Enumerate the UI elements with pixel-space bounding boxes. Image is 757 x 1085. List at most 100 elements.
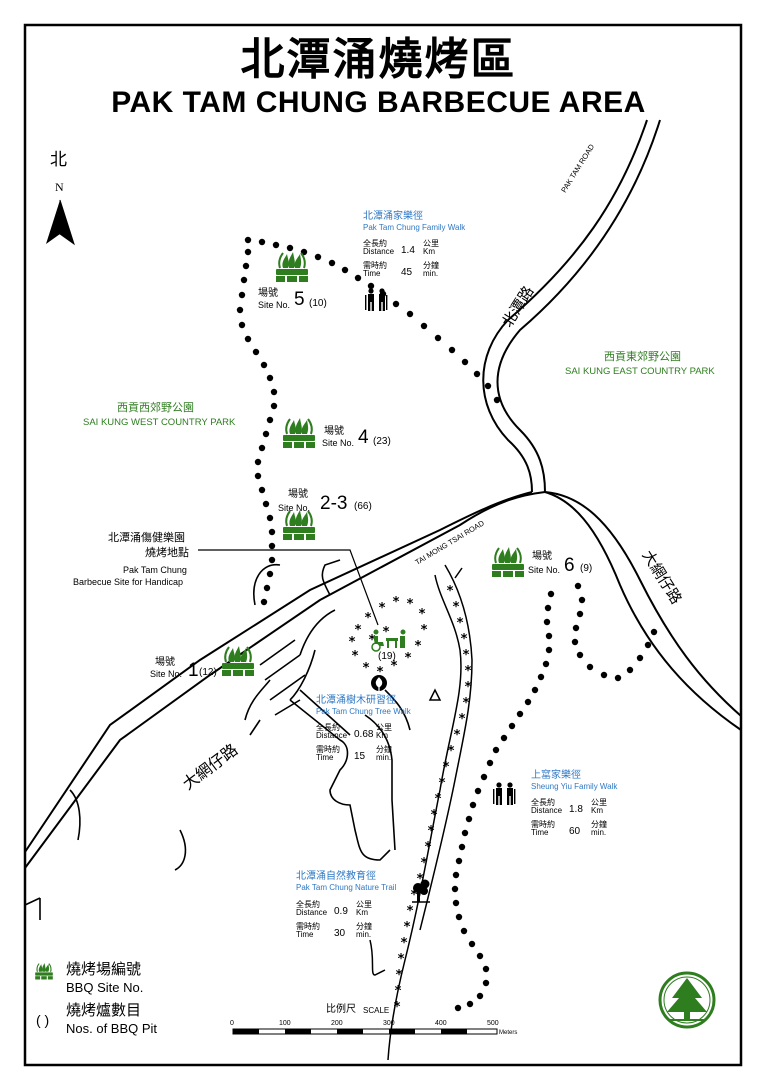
bbq-site-1-icon [221,645,255,677]
svg-text:*: * [459,712,466,727]
family-walk-trail [236,236,501,606]
nature-trail-title-zh: 北潭涌自然教育徑 [296,871,376,882]
map-title-en: PAK TAM CHUNG BARBECUE AREA [111,86,646,119]
svg-text:*: * [461,632,468,647]
handicap-site-en-2: Barbecue Site for Handicap [73,577,184,587]
svg-text:*: * [447,584,454,599]
svg-text:*: * [404,920,411,935]
legend-site-en: BBQ Site No. [66,980,144,995]
bbq-site-2-3-icon [282,509,316,541]
site-2-3-en: Site No. [278,503,311,513]
svg-text:*: * [391,659,398,674]
tree-walk-title-zh: 北潭涌樹木研習徑 [316,695,396,706]
site-5-zh: 場號 [258,288,278,299]
roads [24,119,742,869]
svg-text:*: * [463,696,470,711]
family-walk-title-en: Pak Tam Chung Family Walk [363,223,466,232]
scale-label-en: SCALE [363,1006,390,1015]
svg-text:*: * [407,904,414,919]
svg-text:*: * [417,872,424,887]
svg-text:*: * [421,623,428,638]
site-1-pits: (12) [199,667,217,678]
svg-text:*: * [421,856,428,871]
tree-walk-icon [371,675,387,691]
site-5-en: Site No. [258,300,291,310]
scale-tick-100: 100 [279,1020,291,1027]
svg-text:*: * [411,888,418,903]
svg-text:*: * [457,616,464,631]
site-2-3-zh: 場號 [288,489,308,500]
svg-text:*: * [465,664,472,679]
scale-unit: Meters [499,1030,518,1036]
sheung-yiu-trail [451,582,658,1012]
scale-tick-0: 0 [230,1020,234,1027]
site-6-en: Site No. [528,565,561,575]
site-2-3-pits: (66) [354,501,372,512]
svg-text:*: * [463,648,470,663]
nature-trail-icon [412,879,430,903]
handicap-bbq-icon [371,629,406,652]
legend-bbq-icon [34,962,54,981]
scale-tick-400: 400 [435,1020,447,1027]
svg-text:*: * [355,623,362,638]
svg-text:*: * [425,840,432,855]
site-5-pits: (10) [309,298,327,309]
site-1-zh: 場號 [155,657,175,668]
site-1-number: 1 [188,660,199,681]
svg-text:*: * [405,651,412,666]
map-border [23,23,743,1067]
scale-tick-500: 500 [487,1020,499,1027]
svg-text:*: * [398,952,405,967]
svg-text:*: * [443,760,450,775]
legend-pit-symbol: ( ) [36,1012,50,1028]
svg-text:*: * [435,792,442,807]
svg-text:*: * [395,984,402,999]
svg-text:*: * [428,824,435,839]
scale-tick-300: 300 [383,1020,395,1027]
svg-text:*: * [465,680,472,695]
site-4-number: 4 [358,427,369,448]
site-2-3-number: 2-3 [320,493,348,514]
svg-text:*: * [407,597,414,612]
scale-bar [232,1028,498,1035]
svg-text:*: * [454,728,461,743]
sheung-yiu-walk-title-en: Sheung Yiu Family Walk [531,782,618,791]
handicap-site-zh-1: 北潭涌傷健樂園 [108,531,185,544]
legend-site-zh: 燒烤場編號 [66,960,142,978]
handicap-site-pits: (19) [378,651,396,662]
handicap-site-en-1: Pak Tam Chung [123,565,187,575]
svg-text:*: * [383,625,390,640]
tree-walk-title-en: Pak Tam Chung Tree Walk [316,707,411,716]
scale-label-zh: 比例尺 [326,1004,356,1015]
nature-trail: **** **** **** **** **** **** *** **** *… [349,584,472,1015]
svg-text:*: * [401,936,408,951]
svg-text:*: * [365,611,372,626]
site-4-zh: 場號 [324,426,344,437]
svg-text:*: * [448,744,455,759]
tai-mong-tsai-road-line-1 [24,491,546,869]
svg-text:*: * [453,600,460,615]
svg-text:*: * [393,595,400,610]
site-1-en: Site No. [150,669,183,679]
handicap-site-zh-2: 燒烤地點 [145,546,189,559]
north-label-en: N [55,180,64,194]
park-east-en: SAI KUNG EAST COUNTRY PARK [565,366,715,377]
north-label-zh: 北 [50,150,67,170]
sheung-yiu-walk-title-zh: 上窰家樂徑 [531,770,581,781]
site-4-en: Site No. [322,438,355,448]
bbq-site-6-icon [491,546,525,578]
svg-text:*: * [363,661,370,676]
svg-text:*: * [369,633,376,648]
park-west-zh: 西貢西郊野公園 [117,401,194,414]
sheung-yiu-hikers-icon [493,782,516,805]
svg-text:*: * [415,639,422,654]
site-6-pits: (9) [580,563,593,574]
scale-tick-200: 200 [331,1020,343,1027]
svg-text:*: * [396,968,403,983]
svg-text:*: * [349,635,356,650]
svg-text:*: * [379,601,386,616]
